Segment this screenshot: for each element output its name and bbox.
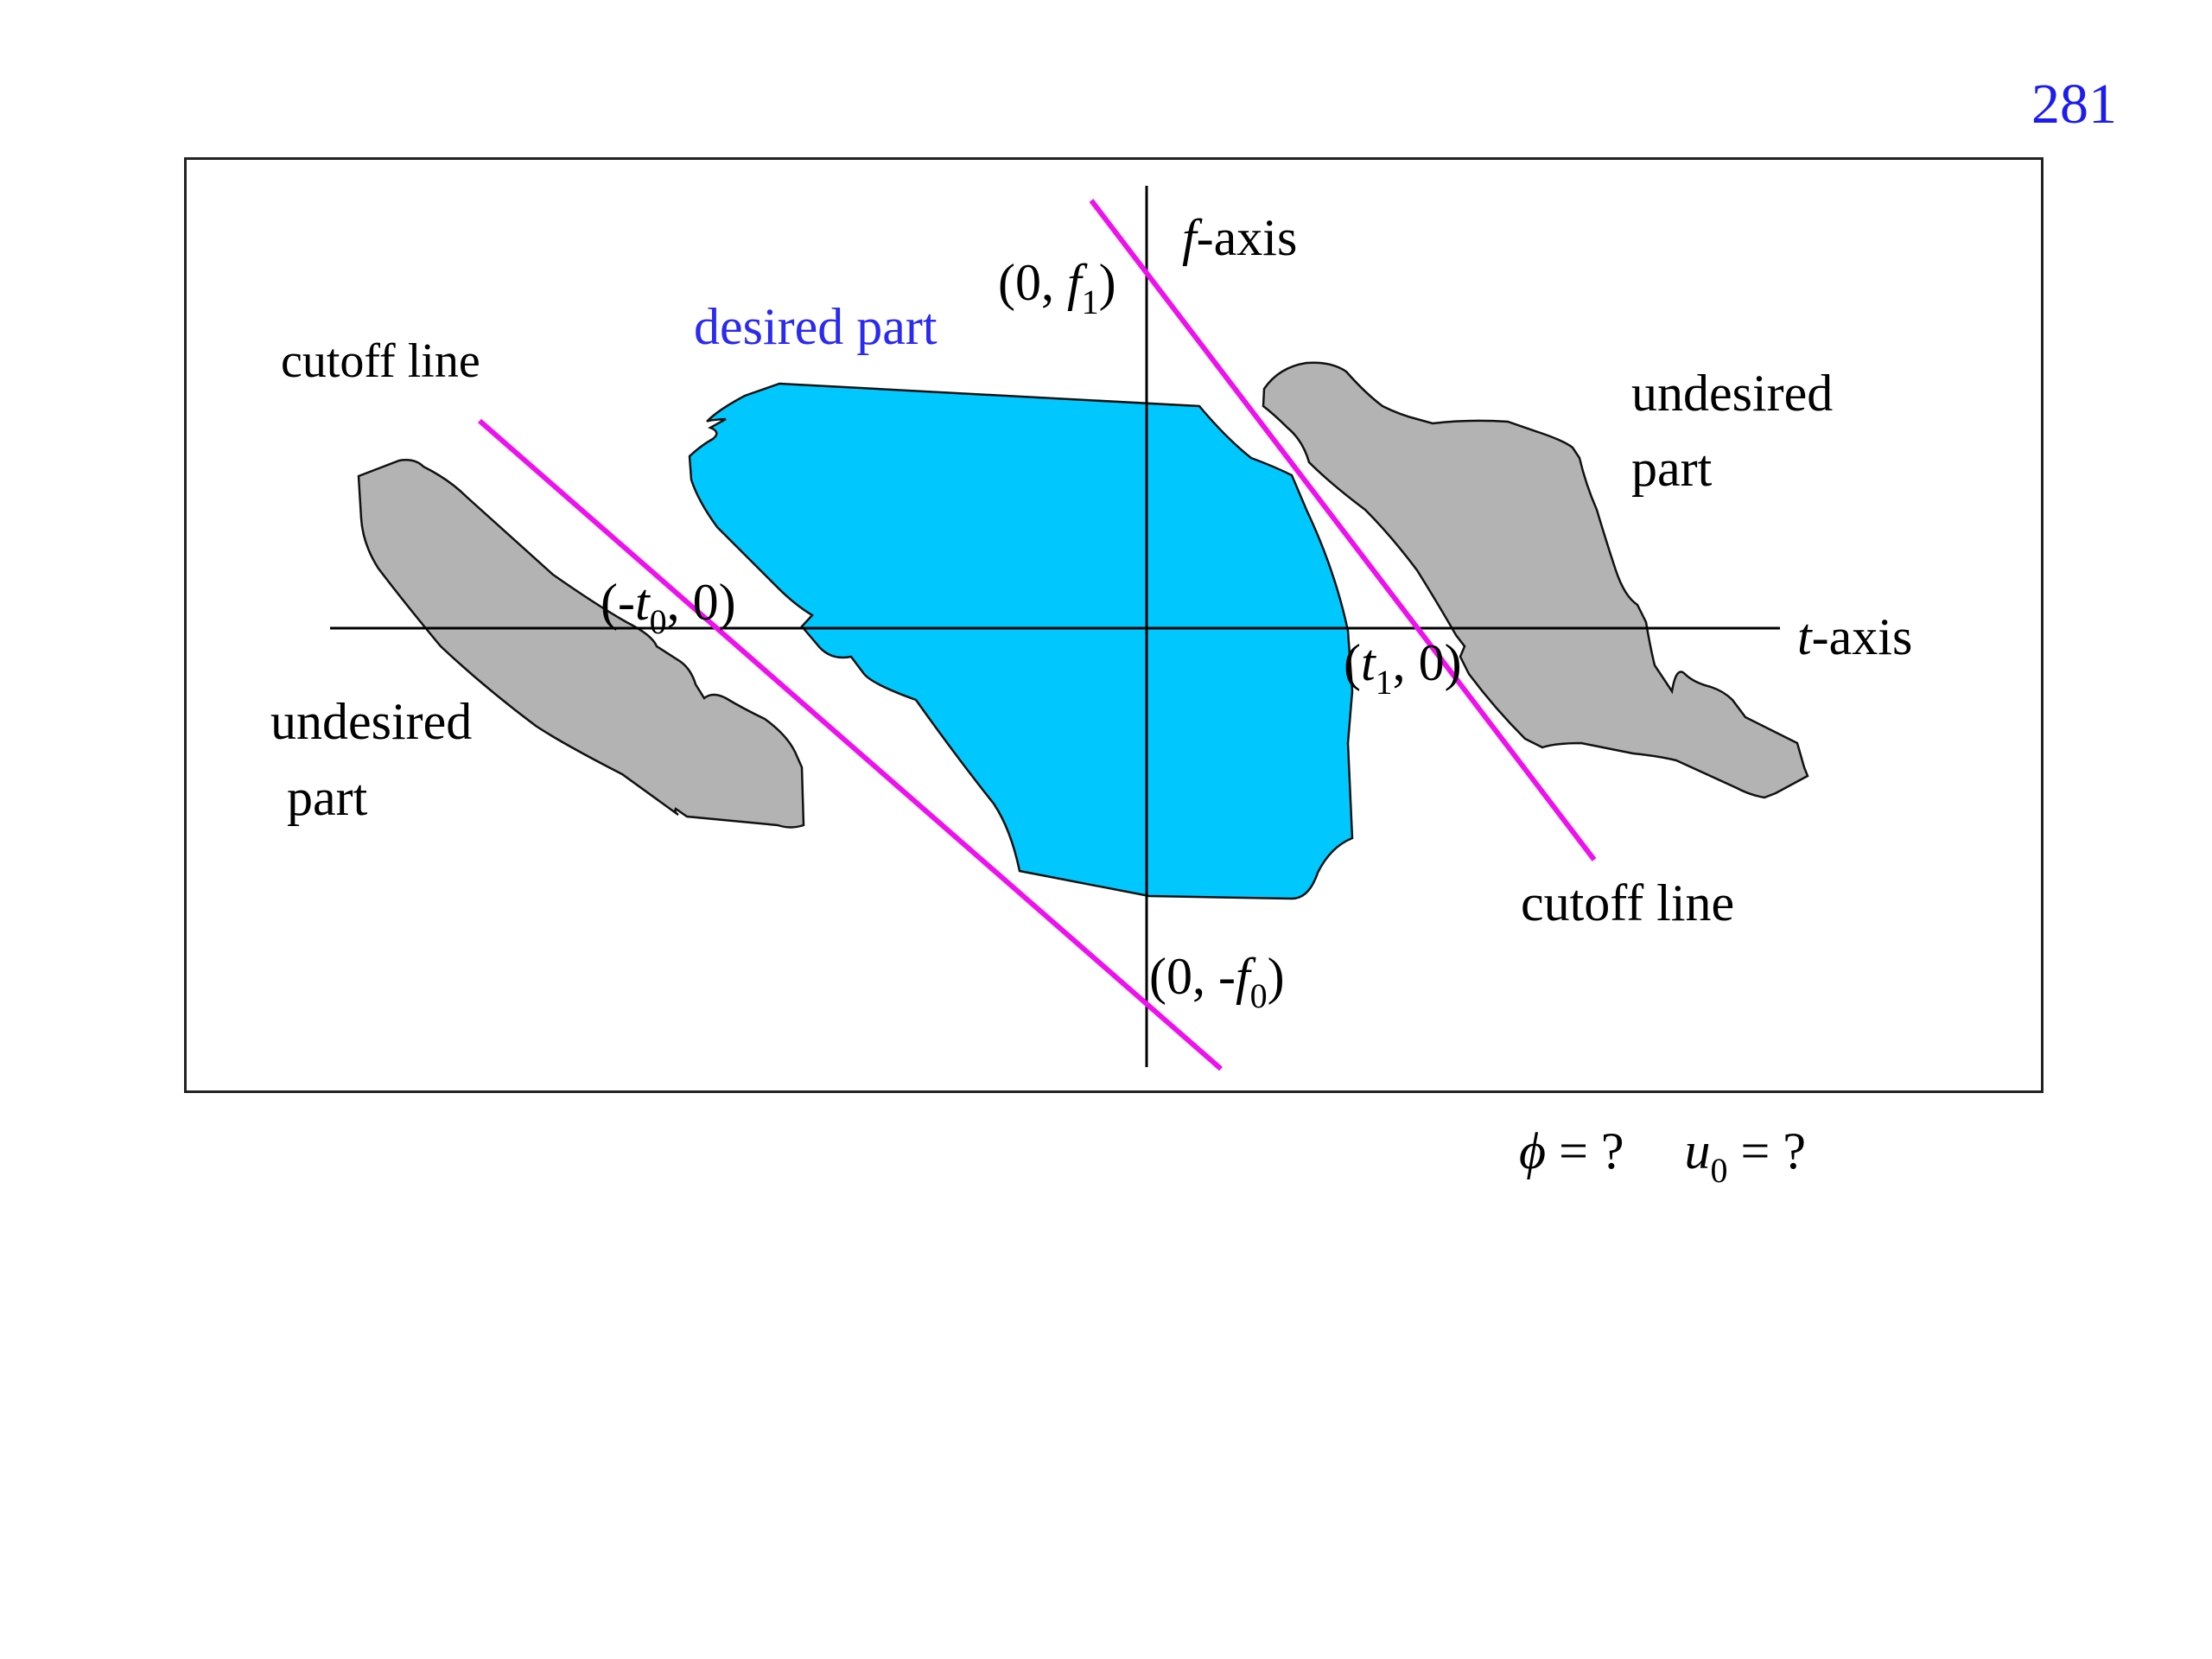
point-label-neg-f0: (0, -f0) — [1149, 948, 1285, 1015]
undesired-label-left: undesired — [270, 693, 473, 750]
t-axis-label: t-axis — [1797, 608, 1913, 665]
undesired-region-right — [1262, 361, 1809, 799]
cutoff-line-right — [1089, 199, 1597, 861]
cutoff-line-label-right: cutoff line — [1521, 874, 1735, 931]
f-axis-label: f-axis — [1182, 209, 1298, 266]
undesired-label-left-line2: part — [287, 769, 368, 826]
question-text: ϕ = ?u0 = ? — [1519, 1122, 1806, 1190]
point-label-t1: (t1, 0) — [1344, 634, 1462, 702]
cutoff-line-label-left: cutoff line — [281, 334, 480, 388]
figure-frame — [184, 157, 2044, 1093]
point-label-f1: (0, f1) — [998, 254, 1116, 321]
undesired-region-left — [357, 459, 805, 829]
desired-part-label: desired part — [694, 298, 938, 355]
undesired-label-right: undesired — [1631, 365, 1834, 422]
cutoff-line-left — [478, 418, 1223, 1071]
page-number: 281 — [2031, 73, 2117, 136]
point-label-neg-t0: (-t0, 0) — [601, 574, 736, 641]
desired-region — [688, 382, 1354, 900]
undesired-label-right-line2: part — [1631, 440, 1713, 497]
phi-symbol: ϕ — [1519, 1122, 1547, 1179]
